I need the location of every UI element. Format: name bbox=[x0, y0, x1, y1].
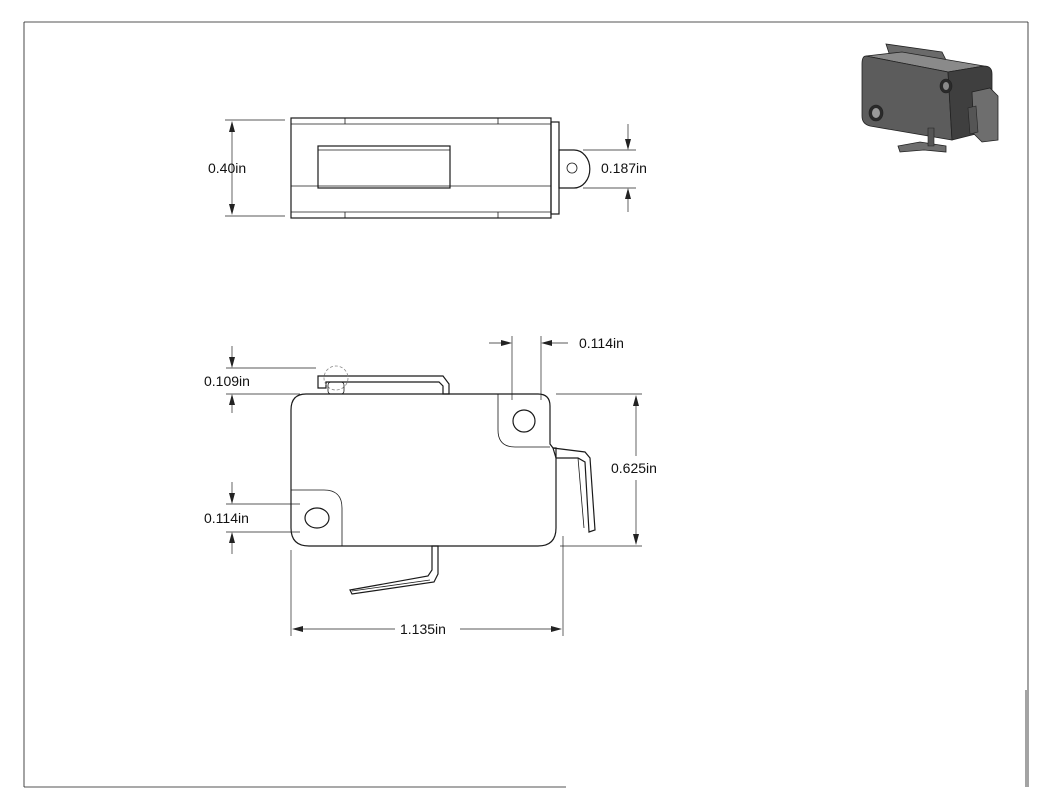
sheet-border bbox=[23, 21, 1029, 788]
dim-terminal-0187: 0.187in bbox=[583, 124, 647, 212]
isometric-view bbox=[861, 43, 999, 153]
dim-lower-hole: 0.114in bbox=[204, 482, 300, 554]
dim-label-body-height: 0.625in bbox=[611, 460, 657, 476]
dim-label-lower-hole: 0.114in bbox=[204, 510, 249, 526]
dim-label-body-length: 1.135in bbox=[400, 621, 446, 637]
dim-hole-spacing: 0.114in bbox=[489, 335, 624, 400]
top-view bbox=[290, 117, 591, 219]
dim-label-hole-spacing: 0.114in bbox=[579, 335, 624, 351]
dim-lever-offset: 0.109in bbox=[204, 346, 316, 413]
dim-label-height: 0.40in bbox=[208, 160, 246, 176]
dim-body-length: 1.135in bbox=[290, 536, 564, 637]
dim-height-040: 0.40in bbox=[208, 119, 285, 217]
dim-label-lever-offset: 0.109in bbox=[204, 373, 250, 389]
dim-label-terminal: 0.187in bbox=[601, 160, 647, 176]
dim-body-height: 0.625in bbox=[556, 393, 657, 547]
front-view bbox=[290, 365, 596, 595]
